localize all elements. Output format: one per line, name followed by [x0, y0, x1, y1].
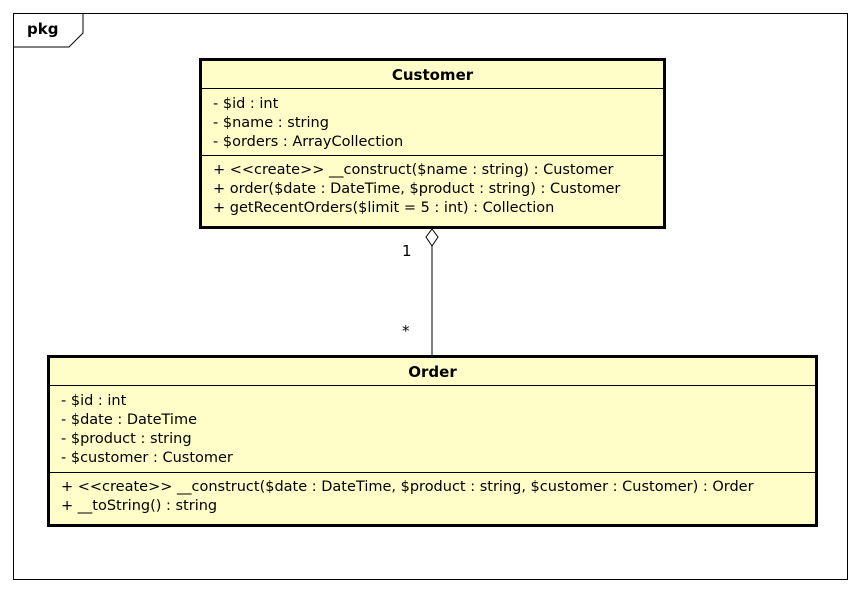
customer-attribute-orders: - $orders : ArrayCollection — [213, 134, 404, 150]
source-multiplicity: 1 — [402, 242, 412, 260]
order-attribute-customer: - $customer : Customer — [61, 450, 233, 466]
customer-class-name: Customer — [202, 61, 663, 89]
target-multiplicity: * — [402, 322, 410, 340]
order-attribute-product: - $product : string — [61, 431, 192, 447]
package-tab — [13, 13, 84, 48]
customer-operation-get-recent-orders: + getRecentOrders($limit = 5 : int) : Co… — [213, 200, 555, 216]
package-frame — [13, 13, 848, 580]
package-label: pkg — [27, 20, 59, 38]
customer-operation-order: + order($date : DateTime, $product : str… — [213, 181, 621, 197]
customer-class[interactable]: Customer - $id : int - $name : string - … — [199, 58, 666, 229]
order-attribute-date: - $date : DateTime — [61, 412, 198, 428]
order-attributes: - $id : int - $date : DateTime - $produc… — [50, 386, 815, 473]
customer-operations: + <<create>> __construct($name : string)… — [202, 156, 663, 226]
customer-operation-construct: + <<create>> __construct($name : string)… — [213, 162, 614, 178]
order-class[interactable]: Order - $id : int - $date : DateTime - $… — [47, 355, 818, 527]
order-operations: + <<create>> __construct($date : DateTim… — [50, 473, 815, 524]
order-class-name: Order — [50, 358, 815, 386]
order-operation-construct: + <<create>> __construct($date : DateTim… — [61, 479, 754, 495]
order-operation-to-string: + __toString() : string — [61, 498, 218, 514]
customer-attributes: - $id : int - $name : string - $orders :… — [202, 89, 663, 156]
customer-attribute-name: - $name : string — [213, 115, 329, 131]
order-attribute-id: - $id : int — [61, 393, 127, 409]
customer-attribute-id: - $id : int — [213, 96, 279, 112]
